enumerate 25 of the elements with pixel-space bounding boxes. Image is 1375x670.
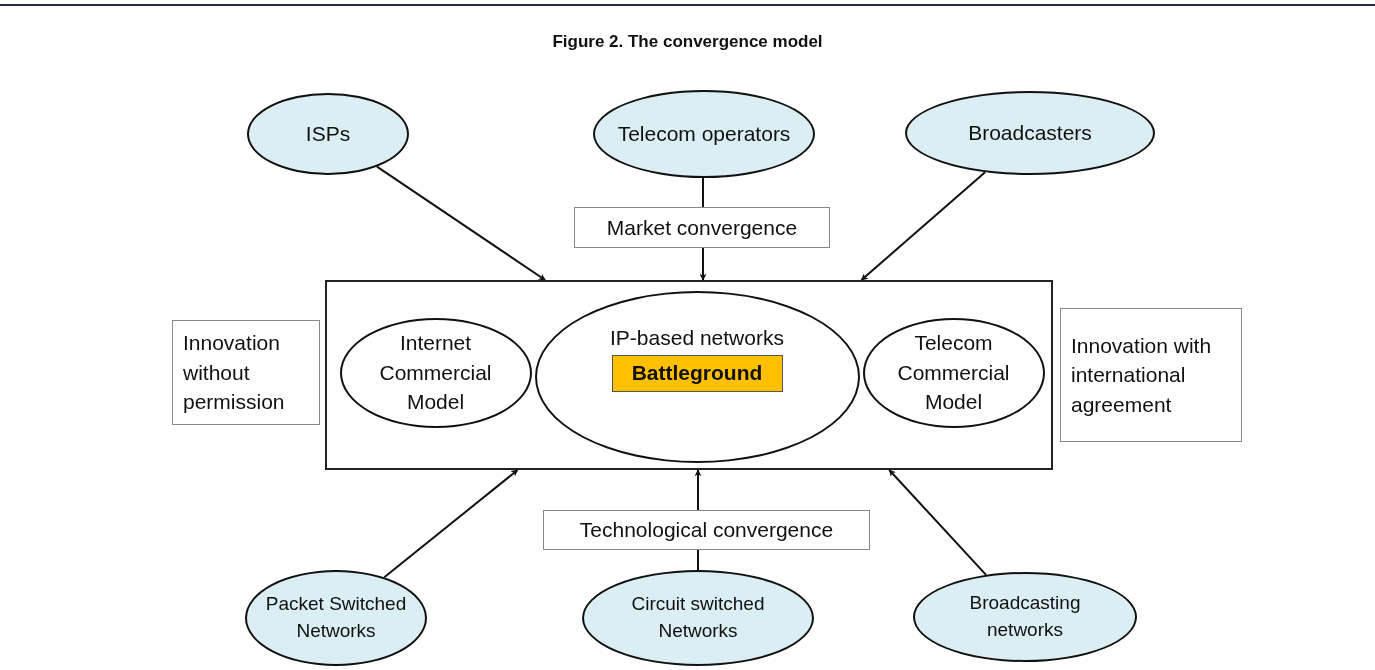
node-label: Telecom Commercial Model xyxy=(896,330,1011,416)
node-label: Technological convergence xyxy=(579,517,834,544)
arrow xyxy=(375,165,547,281)
node-label: Internet Commercial Model xyxy=(378,330,493,416)
figure-title: Figure 2. The convergence model xyxy=(552,32,823,51)
node-label: Battleground xyxy=(631,360,763,387)
arrow xyxy=(699,247,707,281)
node-label: Innovation with international agreement xyxy=(1071,332,1213,418)
node-label: Circuit switched Networks xyxy=(630,592,766,643)
label-box xyxy=(1060,308,1242,442)
node-label: Packet Switched Networks xyxy=(265,592,407,643)
highlight-box xyxy=(611,354,783,392)
node-label: Innovation without permission xyxy=(183,330,286,416)
arrow xyxy=(383,469,519,579)
label-box xyxy=(543,510,870,550)
node-label: Telecom operators xyxy=(617,121,791,148)
node-label: IP-based networks xyxy=(610,324,784,351)
node-label: Market convergence xyxy=(606,214,798,241)
node-label: Broadcasting networks xyxy=(968,591,1082,642)
arrow xyxy=(694,469,702,511)
frame-box xyxy=(325,280,1053,470)
label-box xyxy=(172,320,320,425)
node-label: ISPs xyxy=(305,121,351,148)
label-box xyxy=(574,207,830,248)
node-label: Broadcasters xyxy=(968,120,1092,147)
